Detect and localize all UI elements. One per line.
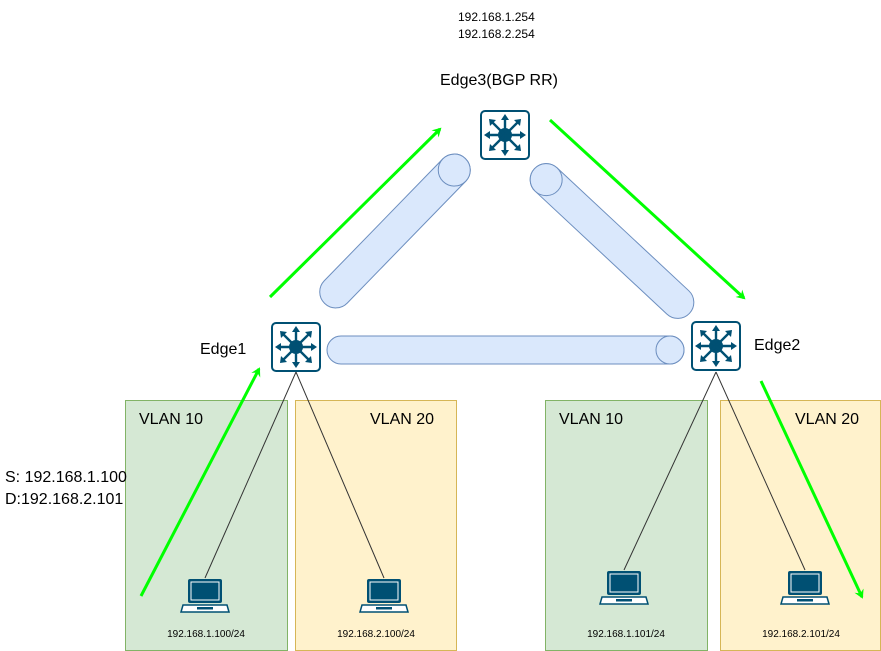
tunnel-edge1-edge3: [319, 153, 471, 309]
laptop-icon[interactable]: [780, 570, 830, 605]
flow-source: S: 192.168.1.100: [5, 469, 127, 486]
host-links: [204, 371, 806, 579]
flow-arrow-host-to-edge1: [139, 367, 261, 597]
vlan-box-edge2-vlan10: VLAN 10: [545, 400, 708, 651]
tunnel-edge1-edge2: [326, 335, 685, 365]
laptop-icon[interactable]: [359, 578, 409, 613]
edge1-label: Edge1: [200, 341, 247, 358]
host-ip-label: 192.168.1.100/24: [167, 629, 245, 640]
host-ip-label: 192.168.2.100/24: [337, 629, 415, 640]
flow-arrow-edge1-to-edge3: [268, 127, 442, 299]
router-ip-2: 192.168.2.254: [458, 27, 535, 41]
edge1-switch-icon[interactable]: [271, 322, 321, 372]
host-ip-label: 192.168.2.101/24: [762, 629, 840, 640]
edge2-switch-icon[interactable]: [691, 321, 741, 371]
flow-arrow-edge3-to-edge2: [548, 118, 746, 300]
vlan-title: VLAN 20: [370, 411, 435, 428]
vlan-title: VLAN 20: [795, 411, 860, 428]
flow-destination: D:192.168.2.101: [5, 491, 124, 508]
host-ip-label: 192.168.1.101/24: [587, 629, 665, 640]
laptop-icon[interactable]: [180, 578, 230, 613]
edge3-switch-icon[interactable]: [480, 110, 530, 160]
flow-arrow-edge2-to-host: [759, 380, 864, 599]
edge3-label: Edge3(BGP RR): [440, 72, 558, 89]
edge2-label: Edge2: [754, 337, 801, 354]
vlan-title: VLAN 10: [139, 411, 204, 428]
laptop-icon[interactable]: [599, 570, 649, 605]
router-ip-1: 192.168.1.254: [458, 10, 535, 24]
tunnel-edge3-edge2: [529, 163, 695, 319]
vlan-title: VLAN 10: [559, 411, 624, 428]
traffic-flow-arrows: [139, 118, 864, 599]
